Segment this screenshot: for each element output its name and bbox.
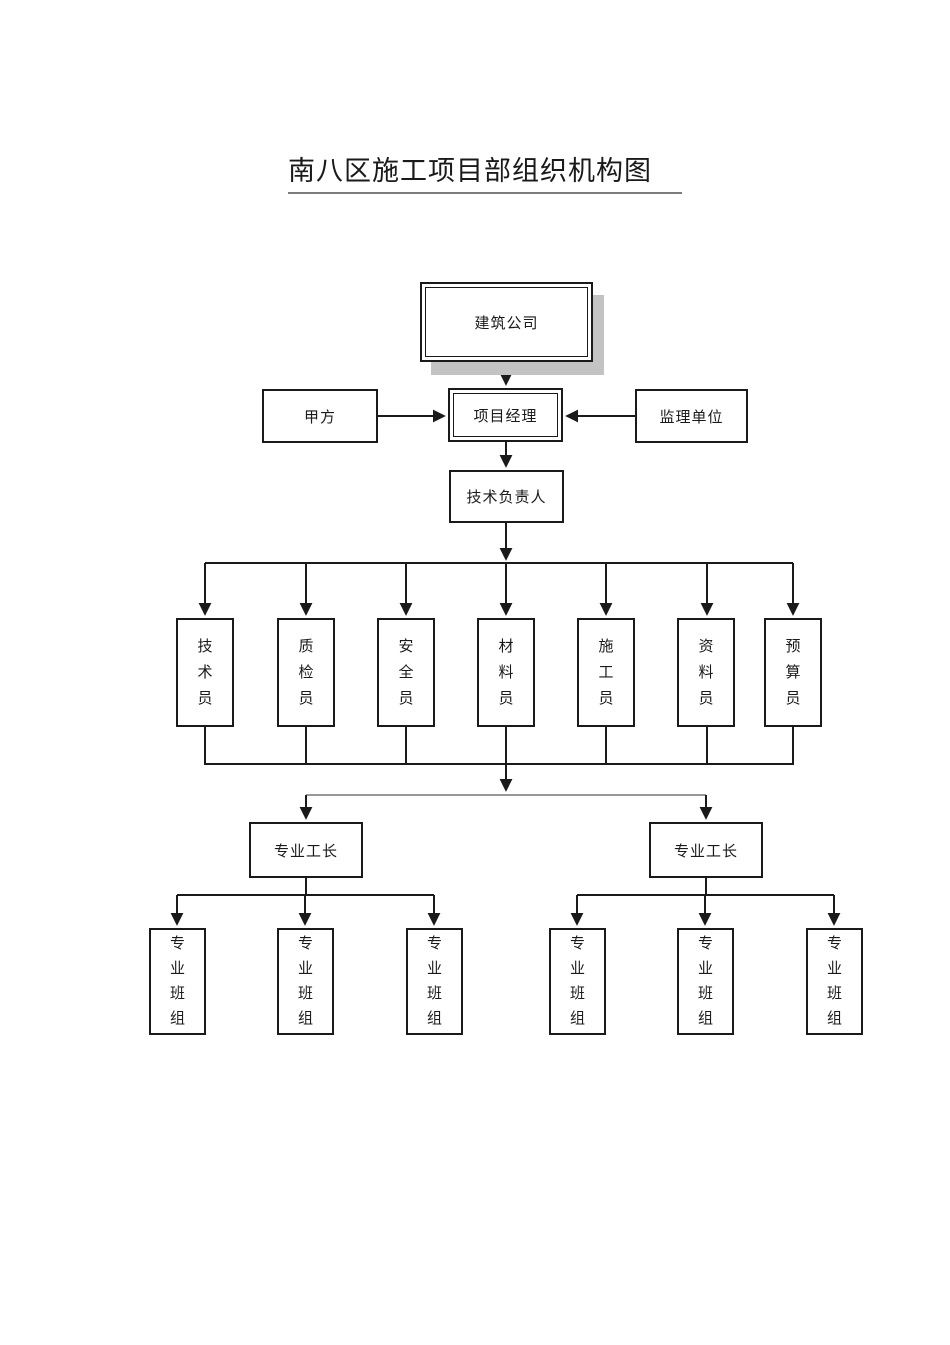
org-box-company: 建筑公司 bbox=[420, 282, 593, 362]
org-box-crew-5: 专业班组 bbox=[677, 928, 734, 1035]
project-manager-label: 项目经理 bbox=[473, 408, 538, 425]
crew-label-2: 专业班组 bbox=[297, 935, 313, 1027]
technical-director-label: 技术负责人 bbox=[466, 490, 547, 506]
staff-label-5: 施工员 bbox=[598, 638, 614, 707]
staff-label-2: 质检员 bbox=[298, 638, 314, 707]
org-box-owner: 甲方 bbox=[262, 389, 378, 443]
staff-label-3: 安全员 bbox=[398, 638, 414, 707]
org-box-crew-2: 专业班组 bbox=[277, 928, 334, 1035]
org-box-project-manager: 项目经理 bbox=[448, 388, 563, 442]
org-box-staff-6: 资料员 bbox=[677, 618, 735, 727]
org-box-staff-1: 技术员 bbox=[176, 618, 234, 727]
crew-label-4: 专业班组 bbox=[569, 935, 585, 1027]
crew-label-1: 专业班组 bbox=[169, 935, 185, 1027]
supervision-unit-label: 监理单位 bbox=[659, 409, 724, 426]
org-box-crew-3: 专业班组 bbox=[406, 928, 463, 1035]
foreman-label-2: 专业工长 bbox=[673, 843, 738, 860]
staff-label-1: 技术员 bbox=[197, 638, 213, 707]
org-box-staff-4: 材料员 bbox=[477, 618, 535, 727]
org-box-crew-6: 专业班组 bbox=[806, 928, 863, 1035]
org-box-staff-3: 安全员 bbox=[377, 618, 435, 727]
org-box-supervision-unit: 监理单位 bbox=[635, 389, 748, 443]
staff-label-7: 预算员 bbox=[785, 638, 801, 707]
company-label: 建筑公司 bbox=[474, 315, 539, 332]
org-box-staff-5: 施工员 bbox=[577, 618, 635, 727]
org-box-foreman-1: 专业工长 bbox=[249, 822, 363, 878]
foreman-label-1: 专业工长 bbox=[273, 843, 338, 860]
staff-label-6: 资料员 bbox=[698, 638, 714, 707]
org-box-crew-4: 专业班组 bbox=[549, 928, 606, 1035]
org-box-foreman-2: 专业工长 bbox=[649, 822, 763, 878]
staff-label-4: 材料员 bbox=[498, 638, 514, 707]
crew-label-3: 专业班组 bbox=[426, 935, 442, 1027]
org-box-staff-7: 预算员 bbox=[764, 618, 822, 727]
crew-label-5: 专业班组 bbox=[697, 935, 713, 1027]
crew-label-6: 专业班组 bbox=[826, 935, 842, 1027]
org-box-staff-2: 质检员 bbox=[277, 618, 335, 727]
page-title: 南八区施工项目部组织机构图 bbox=[288, 149, 682, 194]
org-box-technical-director: 技术负责人 bbox=[449, 470, 564, 523]
owner-label: 甲方 bbox=[303, 409, 336, 426]
org-box-crew-1: 专业班组 bbox=[149, 928, 206, 1035]
